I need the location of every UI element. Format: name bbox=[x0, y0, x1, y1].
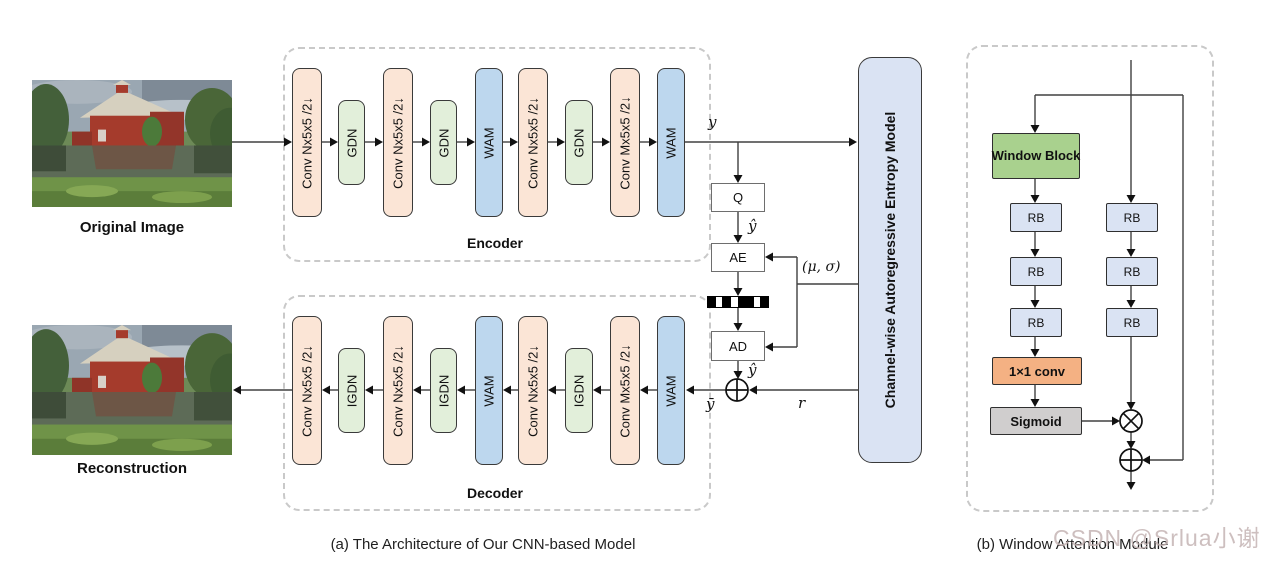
encoder-conv-label-2: Conv Nx5x5 /2↓ bbox=[390, 96, 406, 189]
encoder-wam-label-1: WAM bbox=[481, 126, 497, 159]
reconstruction-photo bbox=[22, 325, 250, 455]
adder-node bbox=[725, 378, 749, 402]
decoder-conv-block-2: Conv Nx5x5 /2↓ bbox=[383, 316, 413, 465]
decoder-wam-label-2: WAM bbox=[663, 374, 679, 407]
decoder-conv-block-4: Conv Mx5x5 /2↓ bbox=[610, 316, 640, 465]
decoder-wam-block-1: WAM bbox=[475, 316, 503, 465]
signal-yhat-label-1: ŷ bbox=[748, 217, 757, 235]
encoder-gdn-block-2: GDN bbox=[430, 100, 457, 185]
encoder-gdn-label-1: GDN bbox=[344, 128, 359, 157]
decoder-igdn-label-2: IGDN bbox=[436, 374, 451, 407]
decoder-igdn-block-2: IGDN bbox=[430, 348, 457, 433]
multiplier-node bbox=[1119, 409, 1143, 433]
watermark-text: CSDN @Srlua小谢 bbox=[1053, 525, 1261, 551]
encoder-conv-label-4: Conv Mx5x5 /2↓ bbox=[617, 95, 633, 190]
decoder-wam-block-2: WAM bbox=[657, 316, 685, 465]
entropy-model-box: Channel-wise Autoregressive Entropy Mode… bbox=[858, 57, 922, 463]
encoder-container bbox=[283, 47, 711, 262]
adder-node-wam bbox=[1119, 448, 1143, 472]
encoder-conv-block-3: Conv Nx5x5 /2↓ bbox=[518, 68, 548, 217]
signal-y-label: y bbox=[708, 113, 717, 131]
bitstream-strip bbox=[707, 296, 769, 308]
rb-block-right-1: RB bbox=[1106, 203, 1158, 232]
decoder-conv-block-3: Conv Nx5x5 /2↓ bbox=[518, 316, 548, 465]
decoder-igdn-block-1: IGDN bbox=[338, 348, 365, 433]
signal-r-label: r bbox=[798, 394, 806, 412]
decoder-wam-label-1: WAM bbox=[481, 374, 497, 407]
rb-block-right-2: RB bbox=[1106, 257, 1158, 286]
caption-a: (a) The Architecture of Our CNN-based Mo… bbox=[330, 536, 636, 553]
decoder-container bbox=[283, 295, 711, 511]
original-image-label: Original Image bbox=[79, 219, 185, 236]
arithmetic-encoder-box: AE bbox=[711, 243, 765, 272]
signal-yhat-label-2: ŷ bbox=[748, 361, 757, 379]
decoder-title: Decoder bbox=[466, 485, 524, 501]
quantizer-box: Q bbox=[711, 183, 765, 212]
decoder-conv-block-1: Conv Nx5x5 /2↓ bbox=[292, 316, 322, 465]
wam-module-container bbox=[966, 45, 1214, 512]
encoder-conv-block-2: Conv Nx5x5 /2↓ bbox=[383, 68, 413, 217]
signal-ybar-label: ȳ bbox=[706, 395, 715, 413]
connector-lines bbox=[232, 60, 1184, 483]
encoder-conv-label-1: Conv Nx5x5 /2↓ bbox=[299, 96, 315, 189]
encoder-wam-block-2: WAM bbox=[657, 68, 685, 217]
encoder-conv-block-1: Conv Nx5x5 /2↓ bbox=[292, 68, 322, 217]
decoder-conv-label-1: Conv Nx5x5 /2↓ bbox=[299, 344, 315, 437]
rb-block-left-1: RB bbox=[1010, 203, 1062, 232]
signal-mu-sigma-label: (μ, σ) bbox=[802, 259, 841, 275]
entropy-model-label: Channel-wise Autoregressive Entropy Mode… bbox=[882, 111, 898, 409]
decoder-igdn-label-1: IGDN bbox=[344, 374, 359, 407]
bitstream-cell bbox=[760, 296, 769, 308]
decoder-igdn-label-3: IGDN bbox=[571, 374, 587, 407]
encoder-conv-label-3: Conv Nx5x5 /2↓ bbox=[525, 96, 541, 189]
encoder-conv-block-4: Conv Mx5x5 /2↓ bbox=[610, 68, 640, 217]
original-image-photo bbox=[22, 80, 250, 207]
encoder-title: Encoder bbox=[466, 235, 523, 251]
encoder-gdn-block-1: GDN bbox=[338, 100, 365, 185]
arithmetic-decoder-box: AD bbox=[711, 331, 765, 361]
rb-block-left-2: RB bbox=[1010, 257, 1062, 286]
sigmoid-block: Sigmoid bbox=[990, 407, 1082, 435]
encoder-gdn-label-3: GDN bbox=[571, 128, 587, 157]
decoder-conv-label-4: Conv Mx5x5 /2↓ bbox=[617, 343, 633, 438]
arrowheads bbox=[233, 125, 1150, 490]
encoder-gdn-label-2: GDN bbox=[436, 128, 451, 157]
conv1x1-block: 1×1 conv bbox=[992, 357, 1082, 385]
decoder-conv-label-2: Conv Nx5x5 /2↓ bbox=[390, 344, 406, 437]
caption-b: (b) Window Attention Module bbox=[976, 536, 1169, 553]
window-block: Window Block bbox=[992, 133, 1080, 179]
decoder-conv-label-3: Conv Nx5x5 /2↓ bbox=[525, 344, 541, 437]
reconstruction-label: Reconstruction bbox=[76, 460, 187, 477]
encoder-gdn-block-3: GDN bbox=[565, 100, 593, 185]
decoder-igdn-block-3: IGDN bbox=[565, 348, 593, 433]
encoder-wam-label-2: WAM bbox=[663, 126, 679, 159]
rb-block-right-3: RB bbox=[1106, 308, 1158, 337]
encoder-wam-block-1: WAM bbox=[475, 68, 503, 217]
rb-block-left-3: RB bbox=[1010, 308, 1062, 337]
